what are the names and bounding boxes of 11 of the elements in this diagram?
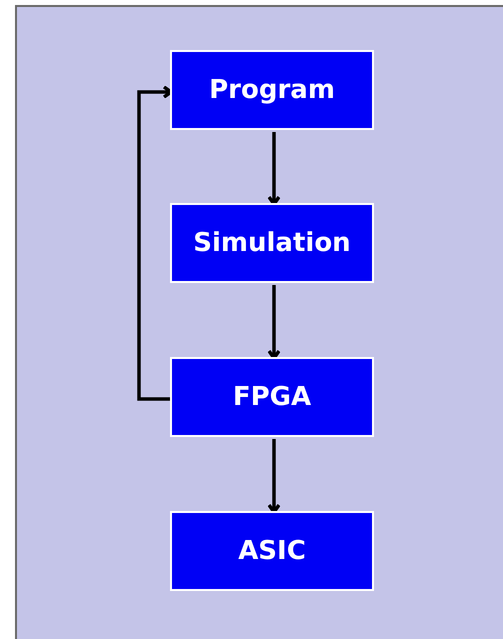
process-box xyxy=(170,511,374,591)
box-label: Simulation xyxy=(193,228,351,258)
box-label: FPGA xyxy=(232,382,312,412)
arrow xyxy=(267,132,281,206)
box-label: Program xyxy=(209,75,335,105)
arrow xyxy=(267,285,281,360)
process-box xyxy=(170,357,374,437)
arrow xyxy=(267,439,281,514)
process-box xyxy=(170,50,374,130)
process-box xyxy=(170,203,374,283)
box-label: ASIC xyxy=(238,536,306,566)
